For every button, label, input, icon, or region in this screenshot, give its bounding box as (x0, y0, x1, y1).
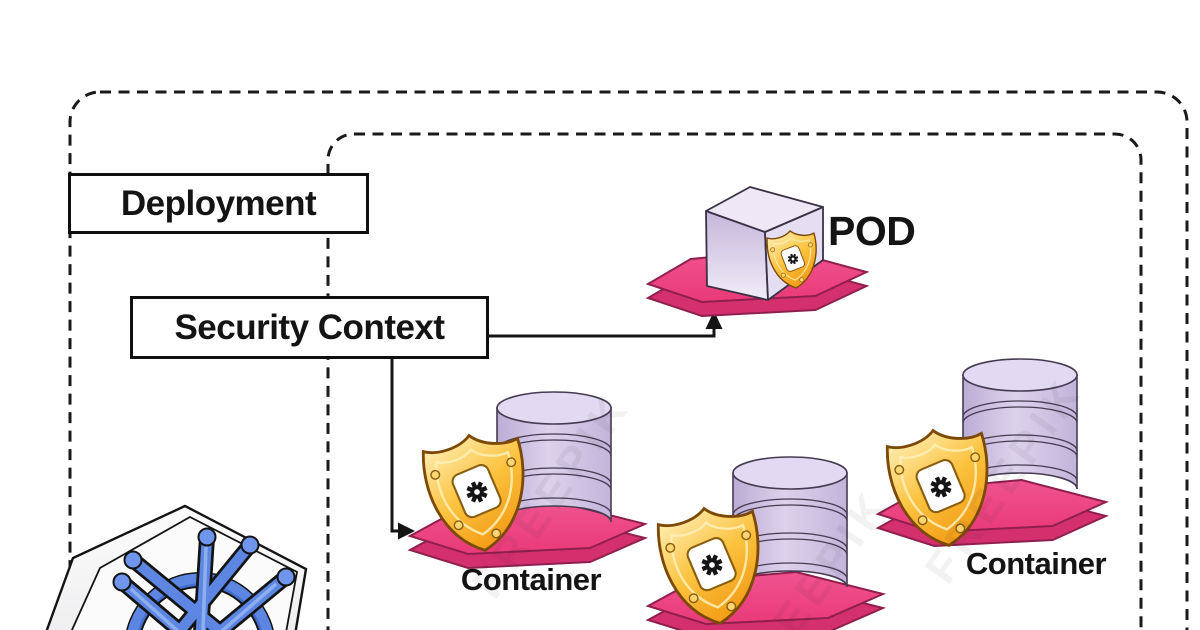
arrow-security-to-pod (483, 311, 723, 338)
pod-label: POD (828, 208, 916, 254)
pod-node (647, 186, 868, 317)
deployment-group-border (68, 90, 1189, 630)
security-context-label: Security Context (174, 307, 445, 347)
kubernetes-wheel-icon (45, 504, 308, 630)
arrow-security-to-container (390, 353, 415, 540)
deployment-label: Deployment (120, 183, 317, 223)
pod-group-border (326, 132, 1143, 630)
container-node-middle (647, 456, 884, 630)
container-label-left: Container (460, 562, 602, 597)
deployment-label-box: Deployment (68, 173, 369, 234)
container-label-right: Container (965, 546, 1107, 581)
security-context-label-box: Security Context (130, 296, 489, 359)
container-node-left (409, 391, 646, 569)
container-node-right (877, 358, 1107, 552)
